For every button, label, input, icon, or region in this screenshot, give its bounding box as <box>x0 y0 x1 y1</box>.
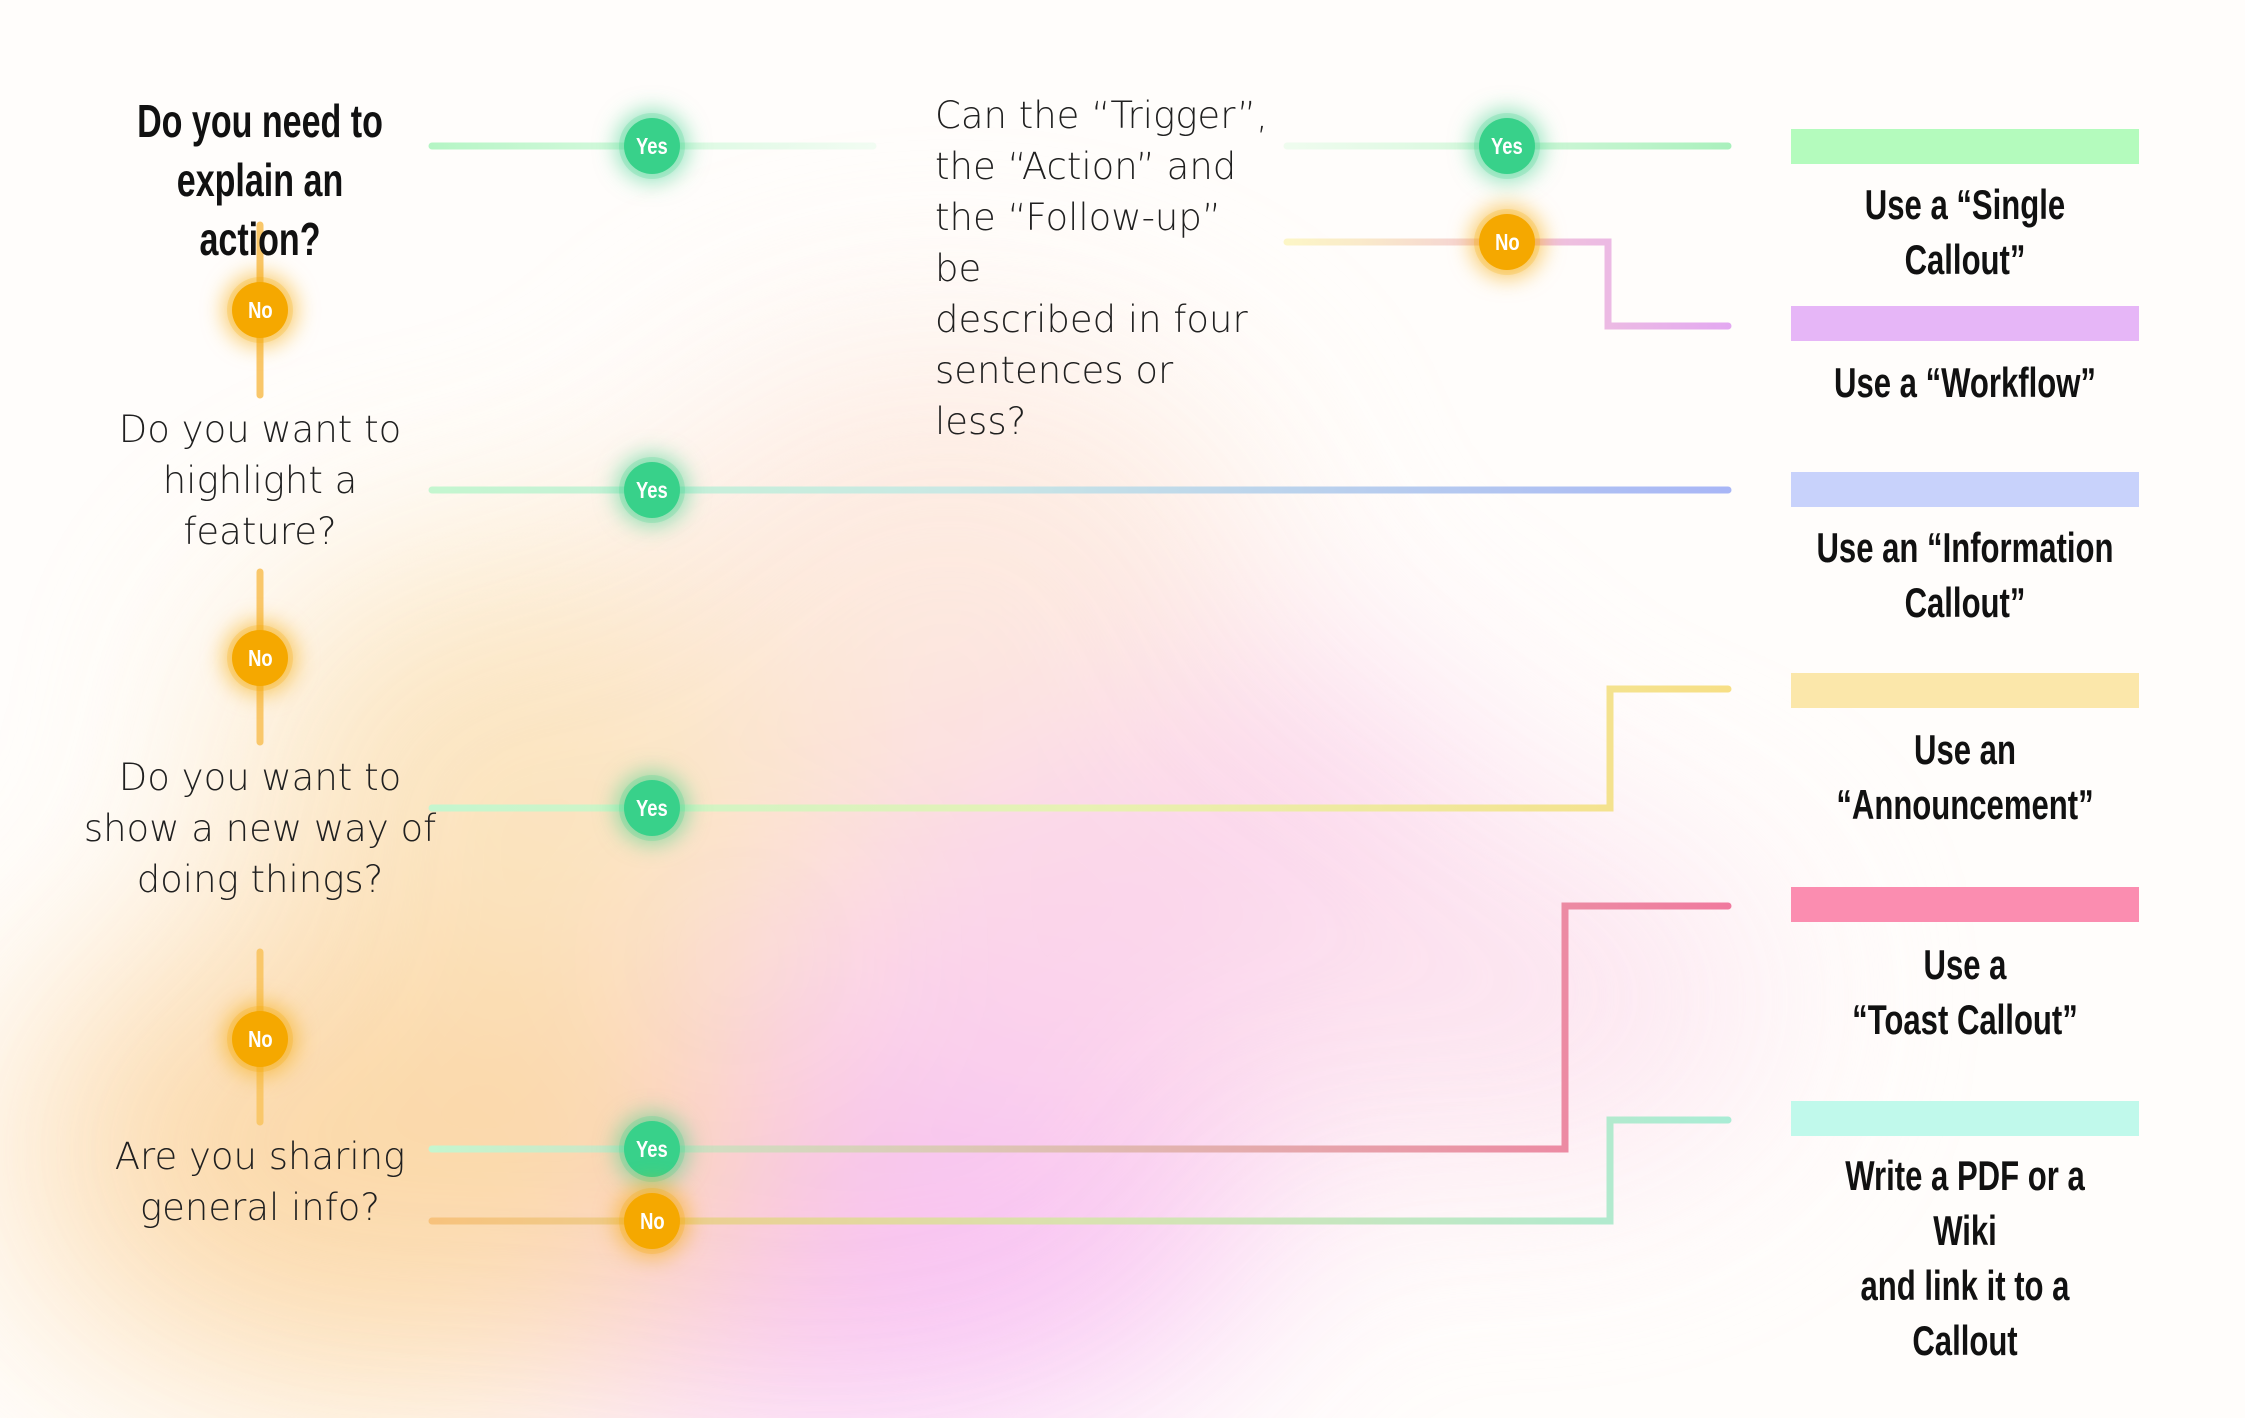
outcome-bar-announcement <box>1791 673 2139 708</box>
no-badge-q5: No <box>624 1193 680 1249</box>
outcome-bar-toast-callout <box>1791 887 2139 922</box>
outcome-toast-callout: Use a “Toast Callout” <box>1852 941 2078 1043</box>
connector-q5-no <box>428 1116 1732 1225</box>
no-badge-q2: No <box>1479 214 1535 270</box>
no-badge-q1: No <box>232 282 288 338</box>
no-badge-q4: No <box>232 1011 288 1067</box>
outcome-workflow: Use a “Workflow” <box>1834 359 2096 406</box>
outcome-bar-single-callout <box>1791 129 2139 164</box>
question-trigger-action-followup: Can the “Trigger”, the “Action” and the … <box>935 94 1268 443</box>
question-explain-action: Do you need to explain an action? <box>137 95 383 265</box>
question-new-way: Do you want to show a new way of doing t… <box>83 756 437 901</box>
yes-badge-q1: Yes <box>624 118 680 174</box>
yes-badge-q4: Yes <box>624 780 680 836</box>
question-highlight-feature: Do you want to highlight a feature? <box>118 408 402 553</box>
outcome-announcement: Use an “Announcement” <box>1836 726 2094 828</box>
connector-q4-yes <box>428 685 1732 812</box>
connector-q2-no <box>1283 238 1732 330</box>
outcome-bar-information-callout <box>1791 472 2139 507</box>
yes-badge-q5: Yes <box>624 1121 680 1177</box>
outcome-information-callout: Use an “Information Callout” <box>1816 524 2114 626</box>
yes-badge-q3: Yes <box>624 462 680 518</box>
connector-q5-yes <box>428 902 1732 1153</box>
yes-badge-q2: Yes <box>1479 118 1535 174</box>
outcome-bar-workflow <box>1791 306 2139 341</box>
outcome-bar-pdf-wiki <box>1791 1101 2139 1136</box>
question-general-info: Are you sharing general info? <box>114 1135 406 1229</box>
outcome-pdf-wiki: Write a PDF or a Wiki and link it to a C… <box>1845 1152 2085 1364</box>
outcome-single-callout: Use a “Single Callout” <box>1864 181 2066 283</box>
no-badge-q3: No <box>232 630 288 686</box>
